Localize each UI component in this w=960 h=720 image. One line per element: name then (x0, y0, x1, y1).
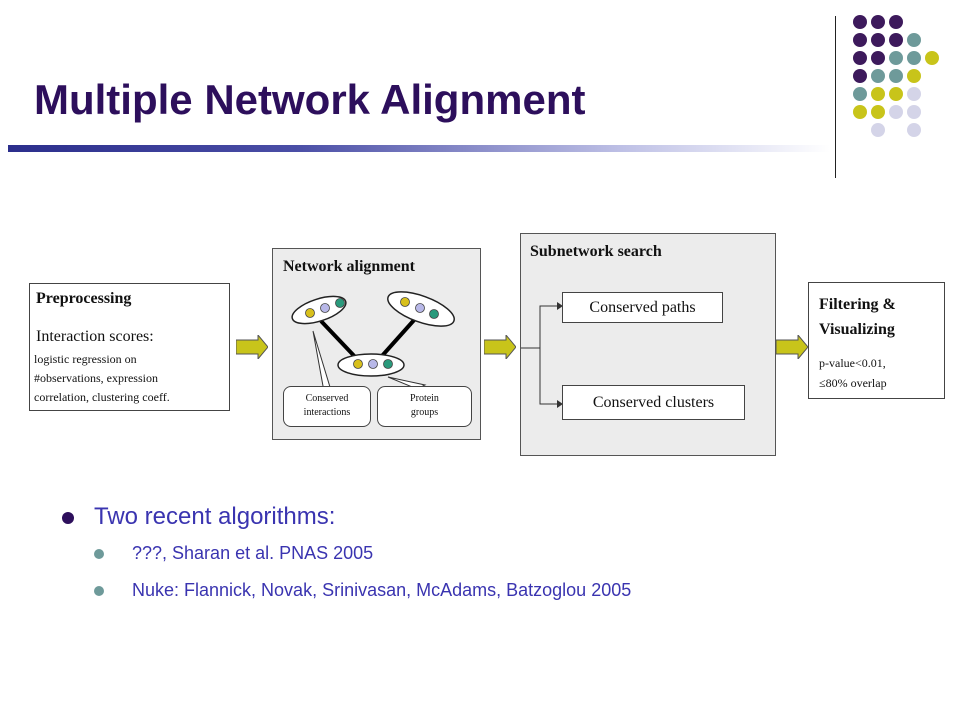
decor-vertical-line (835, 16, 836, 178)
preprocessing-box: Preprocessing Interaction scores: logist… (29, 283, 230, 411)
bullet-dot (94, 586, 104, 596)
decor-dot-grid (853, 15, 939, 137)
preprocessing-line4: correlation, clustering coeff. (34, 390, 170, 404)
decor-dot (889, 15, 903, 29)
network-alignment-heading: Network alignment (283, 258, 415, 275)
arrow-2 (484, 335, 516, 359)
callout-protein-groups: Protein groups (377, 386, 472, 427)
preprocessing-line3: #observations, expression (34, 371, 158, 385)
decor-dot (871, 69, 885, 83)
decor-dot (907, 33, 921, 47)
decor-dot (853, 33, 867, 47)
decor-dot (853, 15, 867, 29)
filtering-heading-line2: Visualizing (819, 321, 895, 338)
decor-dot (907, 51, 921, 65)
arrow-1 (236, 335, 268, 359)
decor-dot (853, 69, 867, 83)
filtering-detail-line2: ≤80% overlap (819, 376, 887, 390)
subnetwork-search-heading: Subnetwork search (530, 243, 662, 260)
decor-dot (907, 69, 921, 83)
bullet-dot (94, 549, 104, 559)
callout-protein-line2: groups (410, 407, 439, 418)
decor-dot (889, 87, 903, 101)
arrow-3 (776, 335, 808, 359)
decor-dot (889, 105, 903, 119)
bullet-main-text: Two recent algorithms: (94, 503, 336, 530)
page-title: Multiple Network Alignment (34, 76, 586, 123)
decor-dot (871, 123, 885, 137)
decor-dot (907, 105, 921, 119)
decor-dot (853, 51, 867, 65)
filtering-box: Filtering & Visualizing p-value<0.01, ≤8… (808, 282, 945, 399)
callout-conserved-line2: interactions (303, 407, 351, 418)
decor-dot (871, 105, 885, 119)
callout-conserved-line1: Conserved (305, 393, 349, 404)
conserved-paths-box: Conserved paths (562, 292, 723, 323)
decor-dot (889, 33, 903, 47)
callout-protein-line1: Protein (410, 393, 439, 404)
title-underline (8, 145, 830, 152)
decor-dot (853, 105, 867, 119)
bullet-sub-2-text: Nuke: Flannick, Novak, Srinivasan, McAda… (132, 580, 632, 600)
callout-conserved-interactions: Conserved interactions (283, 386, 371, 427)
network-alignment-panel: Network alignment Conserved interactions… (272, 248, 481, 440)
subnetwork-branch-arrows (521, 302, 563, 408)
filtering-heading-line1: Filtering & (819, 296, 896, 313)
decor-dot (871, 33, 885, 47)
decor-dot (871, 87, 885, 101)
bullet-sub-1-text: ???, Sharan et al. PNAS 2005 (132, 543, 374, 563)
decor-dot (871, 51, 885, 65)
preprocessing-line2: logistic regression on (34, 352, 137, 366)
network-alignment-graphic (291, 291, 455, 398)
decor-dot (853, 87, 867, 101)
decor-dot (925, 51, 939, 65)
preprocessing-heading: Preprocessing (36, 290, 132, 307)
decor-dot (907, 87, 921, 101)
subnetwork-search-panel: Subnetwork search Conserved paths Conser… (520, 233, 776, 456)
preprocessing-line1: Interaction scores: (36, 328, 154, 345)
decor-dot (907, 123, 921, 137)
decor-dot (889, 69, 903, 83)
bullet-dot (62, 512, 74, 524)
conserved-clusters-box: Conserved clusters (562, 385, 745, 420)
filtering-detail-line1: p-value<0.01, (819, 356, 886, 370)
decor-dot (889, 51, 903, 65)
decor-dot (871, 15, 885, 29)
